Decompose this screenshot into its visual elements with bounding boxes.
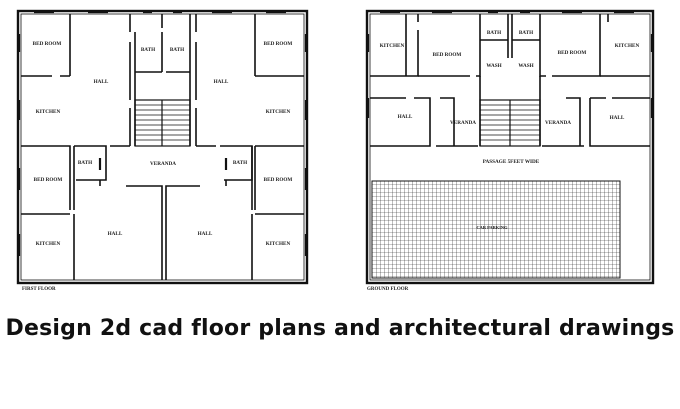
room-label: BATH bbox=[78, 160, 92, 166]
first-floor-labels: BED ROOM BATH BATH BED ROOM HALL HALL KI… bbox=[22, 41, 292, 292]
room-label: HALL bbox=[610, 115, 625, 121]
floor-plans-drawing: BED ROOM BATH BATH BED ROOM HALL HALL KI… bbox=[16, 9, 655, 292]
room-label: HALL bbox=[108, 231, 123, 237]
ground-floor-staircase bbox=[479, 99, 541, 147]
room-label: KITCHEN bbox=[36, 109, 61, 115]
room-label: BED ROOM bbox=[264, 177, 293, 183]
first-floor-staircase bbox=[134, 99, 191, 147]
ground-floor-windows bbox=[366, 10, 654, 118]
room-label: BATH bbox=[233, 160, 247, 166]
page-headline: Design 2d cad floor plans and architectu… bbox=[5, 316, 675, 341]
first-floor-title: FIRST FLOOR bbox=[22, 287, 56, 292]
room-label: BED ROOM bbox=[264, 41, 293, 47]
room-label: BED ROOM bbox=[33, 41, 62, 47]
room-label: WASH bbox=[486, 63, 501, 69]
first-floor-plan bbox=[16, 9, 309, 285]
room-label: HALL bbox=[214, 79, 229, 85]
room-label: KITCHEN bbox=[615, 43, 640, 49]
room-label: HALL bbox=[198, 231, 213, 237]
ground-floor-title: GROUND FLOOR bbox=[367, 287, 409, 292]
room-label: BATH bbox=[487, 30, 501, 36]
room-label: BATH bbox=[170, 47, 184, 53]
room-label: HALL bbox=[94, 79, 109, 85]
room-label: KITCHEN bbox=[266, 241, 291, 247]
ground-floor-outer-wall bbox=[365, 9, 655, 285]
car-parking-area bbox=[371, 180, 621, 279]
room-label: BED ROOM bbox=[558, 50, 587, 56]
room-label: HALL bbox=[398, 114, 413, 120]
room-label: KITCHEN bbox=[380, 43, 405, 49]
first-floor-windows bbox=[17, 10, 308, 256]
ground-floor-plan bbox=[365, 9, 655, 285]
car-parking-label: CAR PARKING bbox=[476, 225, 508, 230]
passage-label: PASSAGE 5FEET WIDE bbox=[483, 159, 540, 165]
room-label: VERANDA bbox=[150, 161, 176, 167]
room-label: BATH bbox=[141, 47, 155, 53]
first-floor-outer-wall bbox=[16, 9, 309, 285]
ground-floor-labels: KITCHEN BED ROOM BATH BATH WASH WASH BED… bbox=[367, 30, 639, 292]
room-label: BED ROOM bbox=[433, 52, 462, 58]
room-label: KITCHEN bbox=[266, 109, 291, 115]
room-label: BATH bbox=[519, 30, 533, 36]
room-label: BED ROOM bbox=[34, 177, 63, 183]
room-label: VERANDA bbox=[545, 120, 571, 126]
room-label: KITCHEN bbox=[36, 241, 61, 247]
room-label: VERANDA bbox=[450, 120, 476, 126]
room-label: WASH bbox=[518, 63, 533, 69]
